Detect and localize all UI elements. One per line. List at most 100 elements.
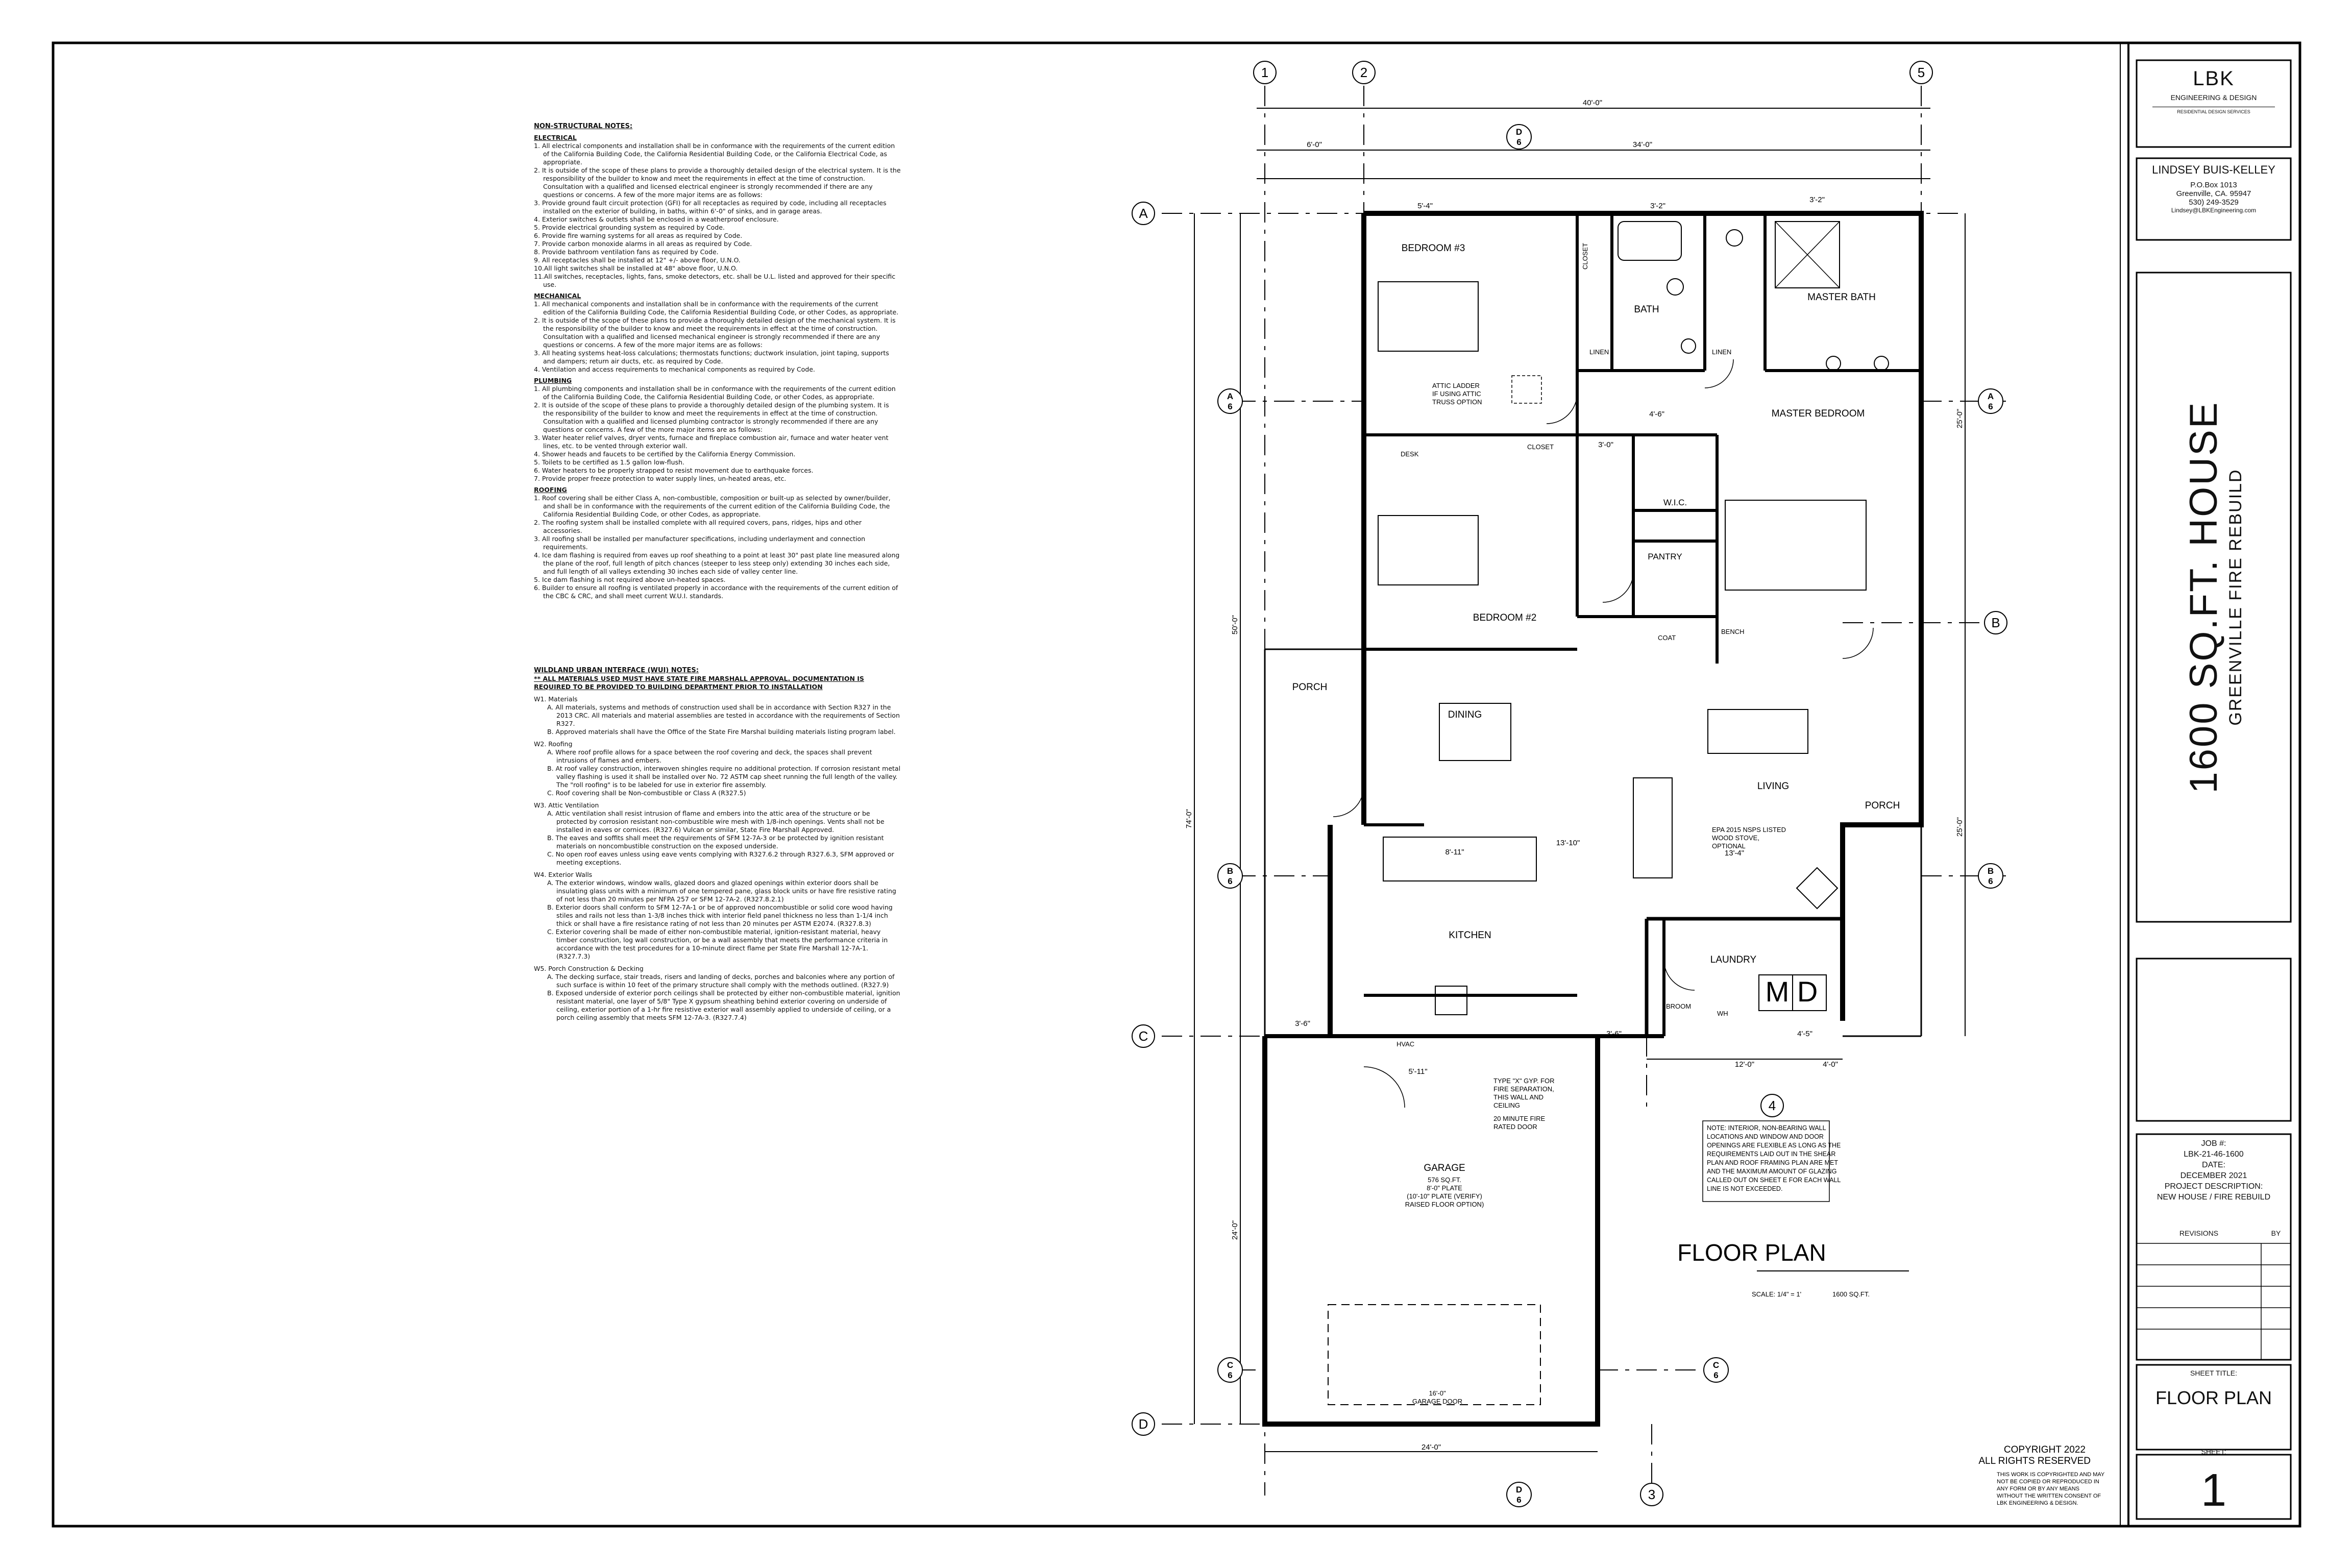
designer-email: Lindsey@LBKEngineering.com bbox=[2171, 207, 2257, 214]
revisions-label: REVISIONS bbox=[2179, 1229, 2219, 1237]
wui-item: B. Approved materials shall have the Off… bbox=[547, 728, 896, 736]
attic-ladder bbox=[1511, 375, 1542, 404]
wui-section-title: W5. Porch Construction & Decking bbox=[534, 965, 644, 972]
job-label: JOB #: bbox=[2201, 1139, 2226, 1148]
bed-master bbox=[1725, 500, 1867, 591]
wui-item: C. No open roof eaves unless using eave … bbox=[547, 850, 894, 866]
project-subtitle: GREENVILLE FIRE REBUILD bbox=[2226, 469, 2245, 726]
notes-section-title: PLUMBING bbox=[534, 377, 572, 384]
notes-item: 1. All plumbing components and installat… bbox=[534, 385, 896, 401]
designer-address-1: P.O.Box 1013 bbox=[2190, 181, 2237, 189]
garage-door-outline bbox=[1328, 1304, 1541, 1405]
wui-item: B. Exposed underside of exterior porch c… bbox=[547, 989, 900, 1021]
sink-bath bbox=[1681, 338, 1696, 354]
notes-item: 6. Water heaters to be properly strapped… bbox=[534, 467, 814, 474]
notes-item: 3. Provide ground fault circuit protecti… bbox=[534, 199, 887, 215]
notes-item: 3. Water heater relief valves, dryer ven… bbox=[534, 434, 889, 450]
dimension-lines bbox=[1194, 108, 1966, 1452]
wui-item: A. The decking surface, stair treads, ri… bbox=[547, 973, 895, 989]
notes-item: 1. Roof covering shall be either Class A… bbox=[534, 494, 891, 518]
notes-item: 2. It is outside of the scope of these p… bbox=[534, 316, 896, 349]
wui-item: C. Exterior covering shall be made of ei… bbox=[547, 928, 888, 960]
wui-item: B. The eaves and soffits shall meet the … bbox=[547, 834, 884, 850]
firm-name: LBK bbox=[2193, 67, 2235, 90]
desc-label: PROJECT DESCRIPTION: bbox=[2164, 1182, 2263, 1191]
wui-section-title: W1. Materials bbox=[534, 695, 578, 703]
notes-item: 6. Provide fire warning systems for all … bbox=[534, 232, 743, 239]
door-swings bbox=[1333, 359, 1874, 1108]
wui-item: B. Exterior doors shall conform to SFM 1… bbox=[547, 903, 893, 927]
notes-item: 7. Provide carbon monoxide alarms in all… bbox=[534, 240, 752, 248]
sheet-title: FLOOR PLAN bbox=[2155, 1387, 2272, 1408]
notes-item: 4. Ventilation and access requirements t… bbox=[534, 365, 815, 373]
wui-item: B. At roof valley construction, interwov… bbox=[547, 765, 901, 789]
grid-lines bbox=[1162, 86, 2006, 1496]
notes-item: 10.All light switches shall be installed… bbox=[534, 264, 738, 272]
bed-bedroom2 bbox=[1378, 515, 1479, 585]
title-designer: LINDSEY BUIS-KELLEY P.O.Box 1013 Greenvi… bbox=[2137, 163, 2291, 214]
notes-item: 6. Builder to ensure all roofing is vent… bbox=[534, 584, 898, 600]
title-job-info: JOB #: LBK-21-46-1600 DATE: DECEMBER 202… bbox=[2137, 1138, 2291, 1203]
bathtub bbox=[1618, 221, 1682, 261]
notes-item: 4. Exterior switches & outlets shall be … bbox=[534, 215, 779, 223]
notes-item: 3. All heating systems heat-loss calcula… bbox=[534, 349, 889, 365]
notes-item: 4. Shower heads and faucets to be certif… bbox=[534, 450, 796, 458]
sheet-label: SHEET: bbox=[2201, 1448, 2226, 1456]
sheet-number: 1 bbox=[2200, 1465, 2227, 1516]
loveseat bbox=[1633, 777, 1673, 878]
notes-item: 5. Toilets to be certified as 1.5 gallon… bbox=[534, 458, 684, 466]
sheet-title-label: SHEET TITLE: bbox=[2190, 1369, 2238, 1377]
notes-heading: NON-STRUCTURAL NOTES: bbox=[534, 122, 633, 130]
notes-section-title: ROOFING bbox=[534, 486, 567, 494]
dining-table bbox=[1439, 703, 1511, 761]
notes-item: 7. Provide proper freeze protection to w… bbox=[534, 475, 787, 482]
notes-section-title: MECHANICAL bbox=[534, 292, 581, 300]
date-value: DECEMBER 2021 bbox=[2180, 1171, 2247, 1180]
notes-item: 5. Ice dam flashing is not required abov… bbox=[534, 576, 726, 583]
wui-section-title: W2. Roofing bbox=[534, 740, 573, 748]
notes-item: 5. Provide electrical grounding system a… bbox=[534, 224, 725, 231]
toilet-bath bbox=[1667, 278, 1684, 296]
date-label: DATE: bbox=[2202, 1161, 2225, 1169]
kitchen-island bbox=[1383, 837, 1537, 881]
washer bbox=[1758, 974, 1793, 1011]
wui-heading: WILDLAND URBAN INTERFACE (WUI) NOTES: bbox=[534, 667, 699, 674]
firm-sub: ENGINEERING & DESIGN bbox=[2170, 93, 2257, 102]
toilet-master bbox=[1726, 229, 1743, 247]
sink-master-2 bbox=[1874, 356, 1889, 371]
designer-address-2: Greenville, CA. 95947 bbox=[2176, 189, 2251, 198]
job-number: LBK-21-46-1600 bbox=[2184, 1150, 2244, 1159]
wui-item: A. Where roof profile allows for a space… bbox=[547, 748, 872, 764]
dryer bbox=[1792, 974, 1827, 1011]
notes-item: 4. Ice dam flashing is required from eav… bbox=[534, 551, 900, 575]
notes-item: 2. It is outside of the scope of these p… bbox=[534, 166, 901, 199]
bed-bedroom3 bbox=[1378, 281, 1479, 352]
wui-warning: ** ALL MATERIALS USED MUST HAVE STATE FI… bbox=[534, 675, 864, 691]
title-block-frames bbox=[2136, 59, 2292, 1520]
shower bbox=[1775, 221, 1840, 288]
wui-section-title: W3. Attic Ventilation bbox=[534, 801, 599, 809]
section-markers bbox=[1217, 124, 2003, 1507]
note-box bbox=[1702, 1120, 1830, 1202]
notes-item: 1. All electrical components and install… bbox=[534, 142, 895, 166]
sofa bbox=[1707, 709, 1808, 754]
grid-bubbles bbox=[1132, 61, 2007, 1506]
designer-name: LINDSEY BUIS-KELLEY bbox=[2152, 163, 2275, 176]
exterior-walls bbox=[1262, 211, 1924, 1427]
project-title: 1600 SQ.FT. HOUSE bbox=[2182, 401, 2225, 794]
floor-plan-drawing bbox=[1162, 86, 2006, 1496]
interior-walls bbox=[1364, 213, 1921, 1036]
notes-item: 1. All mechanical components and install… bbox=[534, 300, 899, 316]
designer-phone: 530) 249-3529 bbox=[2189, 198, 2239, 207]
notes-section-title: ELECTRICAL bbox=[534, 134, 577, 141]
revisions-by-label: BY bbox=[2271, 1229, 2281, 1237]
wui-item: C. Roof covering shall be Non-combustibl… bbox=[547, 789, 746, 797]
title-project: 1600 SQ.FT. HOUSE GREENVILLE FIRE REBUIL… bbox=[2137, 273, 2291, 922]
notes-item: 2. It is outside of the scope of these p… bbox=[534, 401, 889, 433]
revision-grid bbox=[2137, 1243, 2291, 1360]
firm-sub2: RESIDENTIAL DESIGN SERVICES bbox=[2177, 109, 2250, 114]
notes-item: 2. The roofing system shall be installed… bbox=[534, 519, 862, 534]
